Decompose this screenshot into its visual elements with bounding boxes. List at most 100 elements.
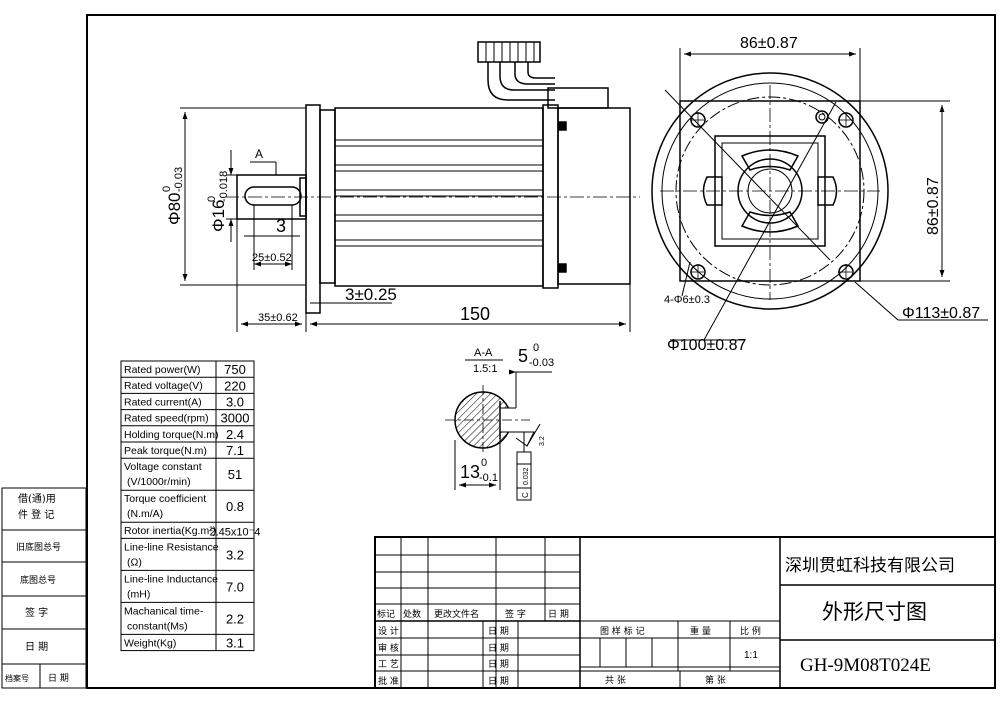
spec-value-0: 750 bbox=[224, 362, 246, 377]
spec-name-7: Torque coefficient bbox=[124, 493, 206, 505]
left-strip-archive: 档案号 bbox=[5, 673, 29, 683]
spec-value-11: 2.2 bbox=[226, 611, 244, 626]
dim-front-top: 86±0.87 bbox=[740, 35, 798, 52]
tb-process: 工 艺 bbox=[378, 659, 399, 670]
dim-key-height: 3 bbox=[276, 216, 286, 236]
roughness-value: 3.2 bbox=[539, 436, 546, 446]
dim-depth: 13 bbox=[460, 462, 480, 482]
spec-name-9: Line-line Resistance bbox=[124, 541, 219, 553]
tb-h-sign: 签 字 bbox=[505, 608, 526, 620]
tb-date-3: 日 期 bbox=[488, 659, 509, 670]
spec-name-10: Line-line Inductance bbox=[124, 573, 218, 585]
tb-h-doc: 更改文件名 bbox=[434, 608, 479, 620]
tb-stage-mark: 图 样 标 记 bbox=[600, 625, 645, 637]
front-outer-circle bbox=[651, 72, 889, 310]
tb-check: 审 核 bbox=[378, 642, 399, 654]
spec-value-4: 2.4 bbox=[226, 427, 244, 442]
dim-body-diameter-upper: 0 bbox=[161, 186, 173, 192]
spec-name-0: Rated power(W) bbox=[124, 364, 200, 376]
tolerance-datum: C bbox=[521, 492, 530, 498]
left-strip-sign: 签 字 bbox=[25, 606, 48, 619]
section-mark-a: A bbox=[255, 147, 263, 161]
side-dimensions bbox=[180, 107, 631, 332]
key-slot bbox=[244, 186, 302, 206]
dim-front-outer: Φ113±0.87 bbox=[902, 305, 980, 322]
left-strip-register: 件 登 记 bbox=[18, 508, 54, 521]
spec-name-line2-7: (N.m/A) bbox=[127, 508, 163, 520]
spec-name-12: Weight(Kg) bbox=[124, 637, 176, 649]
company-name: 深圳贯虹科技有限公司 bbox=[785, 556, 955, 576]
tb-date-1: 日 期 bbox=[488, 626, 509, 637]
spec-name-4: Holding torque(N.m) bbox=[124, 429, 219, 441]
spec-value-5: 7.1 bbox=[226, 443, 244, 458]
dim-front-right: 86±0.87 bbox=[925, 177, 942, 235]
left-strip-archive-date: 日 期 bbox=[48, 673, 69, 684]
spec-name-8: Rotor inertia(Kg.m²) bbox=[124, 525, 216, 537]
spec-value-9: 3.2 bbox=[226, 547, 244, 562]
tb-approve: 批 准 bbox=[378, 675, 399, 687]
spec-value-2: 3.0 bbox=[226, 395, 244, 410]
spec-value-6: 51 bbox=[228, 467, 242, 482]
spec-name-line2-10: (mH) bbox=[127, 588, 150, 600]
connector-block bbox=[477, 41, 541, 63]
left-strip-total: 底图总号 bbox=[20, 574, 56, 586]
dim-key-width: 5 bbox=[518, 346, 528, 366]
tb-date-2: 日 期 bbox=[488, 643, 509, 654]
spec-name-1: Rated voltage(V) bbox=[124, 380, 203, 392]
spec-name-11: Machanical time- bbox=[124, 605, 204, 617]
spec-value-3: 3000 bbox=[221, 411, 250, 426]
drawing-number: GH-9M08T024E bbox=[800, 655, 931, 676]
dim-key-length: 25±0.52 bbox=[252, 252, 292, 264]
tb-weight: 重 量 bbox=[690, 625, 711, 637]
encoder-end bbox=[557, 107, 631, 285]
spec-value-8: 2.45x10⁻4 bbox=[209, 526, 260, 538]
spec-name-3: Rated speed(rpm) bbox=[124, 413, 209, 425]
dim-depth-lower: -0.1 bbox=[479, 472, 498, 484]
section-tolerance-frame bbox=[516, 451, 532, 501]
dim-shaft-diameter: Φ16 bbox=[209, 200, 228, 232]
spec-value-1: 220 bbox=[224, 378, 246, 393]
dim-shaft-length: 35±0.62 bbox=[258, 312, 298, 324]
section-scale: 1.5:1 bbox=[473, 363, 497, 375]
left-strip-old-total: 旧底图总号 bbox=[16, 541, 61, 553]
tb-scale: 1:1 bbox=[744, 650, 758, 661]
spec-value-10: 7.0 bbox=[226, 579, 244, 594]
section-view bbox=[445, 359, 552, 501]
left-strip bbox=[1, 487, 87, 689]
dim-shaft-diameter-lower: -0.018 bbox=[218, 171, 230, 202]
dim-body-diameter-lower: -0.03 bbox=[173, 167, 185, 192]
spec-name-2: Rated current(A) bbox=[124, 396, 202, 408]
section-title: A-A bbox=[474, 347, 493, 359]
tb-sheet-no: 第 张 bbox=[705, 674, 726, 686]
tb-h-date: 日 期 bbox=[548, 609, 569, 620]
dim-length: 150 bbox=[460, 304, 490, 324]
dim-key-width-lower: -0.03 bbox=[529, 357, 554, 369]
tb-total-sheets: 共 张 bbox=[605, 675, 626, 686]
spec-name-6: Voltage constant bbox=[124, 461, 202, 473]
spec-name-5: Peak torque(N.m) bbox=[124, 445, 207, 457]
spec-name-line2-9: (Ω) bbox=[127, 556, 142, 568]
dim-flange: 3±0.25 bbox=[345, 285, 397, 304]
tb-date-4: 日 期 bbox=[488, 676, 509, 687]
dim-depth-upper: 0 bbox=[481, 457, 487, 469]
spec-name-line2-6: (V/1000r/min) bbox=[127, 476, 191, 488]
spec-value-7: 0.8 bbox=[226, 499, 244, 514]
dim-key-width-upper: 0 bbox=[533, 342, 539, 354]
tb-ratio: 比 例 bbox=[740, 625, 761, 637]
dim-shaft-diameter-upper: 0 bbox=[206, 196, 218, 202]
drawing-title: 外形尺寸图 bbox=[822, 600, 927, 624]
tb-design: 设 计 bbox=[378, 625, 399, 637]
motor-flange bbox=[305, 104, 321, 314]
side-view bbox=[225, 41, 640, 314]
left-strip-date: 日 期 bbox=[25, 641, 48, 653]
tb-h-count: 处数 bbox=[403, 608, 421, 620]
dim-front-pcd: Φ100±0.87 bbox=[667, 337, 746, 354]
spec-value-12: 3.1 bbox=[226, 636, 244, 651]
front-view bbox=[651, 72, 988, 341]
tb-h-mark: 标记 bbox=[377, 608, 395, 620]
drawing-frame bbox=[86, 14, 996, 689]
dim-front-holes: 4-Φ6±0.3 bbox=[664, 294, 710, 306]
title-block bbox=[374, 536, 996, 689]
